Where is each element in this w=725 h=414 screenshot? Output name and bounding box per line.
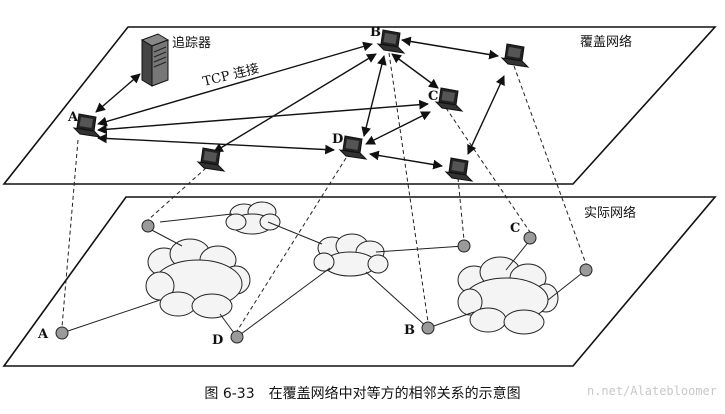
host-d-node bbox=[230, 330, 244, 344]
overlay-network-plane bbox=[2, 26, 717, 185]
physical-host-label-c: C bbox=[510, 221, 520, 236]
router-node bbox=[457, 239, 471, 253]
host-c-node bbox=[523, 231, 537, 245]
mapping-lines bbox=[61, 45, 587, 332]
peer-label-d: D bbox=[332, 132, 343, 147]
figure-caption: 图 6-33 在覆盖网络中对等方的相邻关系的示意图 bbox=[0, 383, 725, 403]
watermark: n.net/Alatebloomer bbox=[586, 384, 717, 398]
internet-cloud-large-2 bbox=[457, 256, 559, 335]
figure-caption-text: 在覆盖网络中对等方的相邻关系的示意图 bbox=[268, 386, 521, 402]
peer-label-c: C bbox=[428, 89, 438, 104]
figure-number: 图 6-33 bbox=[204, 386, 255, 402]
peer-label-a: A bbox=[67, 110, 79, 125]
physical-host-label-a: A bbox=[37, 327, 49, 342]
router-node bbox=[579, 263, 593, 277]
host-b-node bbox=[421, 321, 435, 335]
physical-network-plane bbox=[2, 196, 717, 367]
physical-links bbox=[61, 213, 587, 338]
physical-plane-label: 实际网络 bbox=[584, 205, 636, 221]
physical-host-label-d: D bbox=[212, 333, 223, 348]
overlay-plane-label: 覆盖网络 bbox=[580, 34, 632, 50]
internet-cloud-small-2 bbox=[313, 233, 389, 277]
internet-cloud-large-1 bbox=[145, 238, 251, 319]
host-a-node bbox=[55, 326, 69, 340]
tcp-connections bbox=[95, 36, 505, 170]
tracker-label: 追踪器 bbox=[172, 35, 211, 51]
internet-cloud-small-1 bbox=[225, 201, 281, 235]
router-node bbox=[141, 219, 155, 233]
tracker-server-icon bbox=[140, 33, 170, 87]
physical-host-label-b: B bbox=[404, 323, 415, 338]
physical-routers bbox=[55, 219, 593, 344]
peer-label-b: B bbox=[370, 25, 381, 40]
